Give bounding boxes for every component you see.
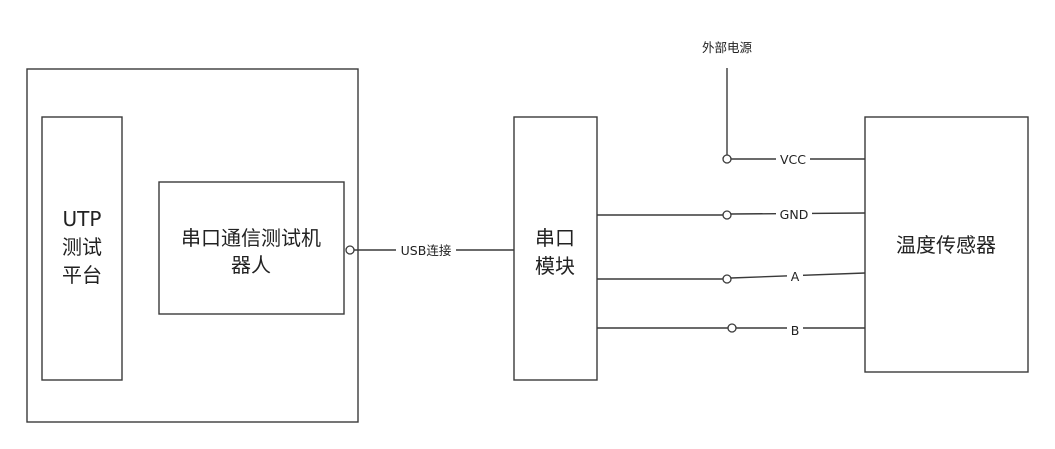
gnd-label: GND [780,207,809,222]
temp-sensor-label: 温度传感器 [896,233,996,257]
b-label-bg [787,322,803,338]
usb-connector-node [345,245,355,255]
temp-sensor-box [864,116,1029,373]
test-robot-label-line-1: 串口通信测试机 [181,226,321,250]
vcc-node [722,154,732,164]
external-power-label: 外部电源 [702,40,753,55]
b-node [727,323,737,333]
serial-module-label-line-2: 模块 [535,254,575,278]
a-label-bg [787,268,803,284]
a-label: A [791,269,800,284]
serial-module-box [513,116,598,381]
serial-module-label-line-1: 串口 [535,226,575,250]
utp-platform-label-line-3: 平台 [62,263,102,287]
a-node [722,274,732,284]
usb-label: USB连接 [401,243,452,258]
b-label: B [791,323,800,338]
test-robot-label-line-2: 器人 [231,253,271,277]
utp-platform-label-line-2: 测试 [62,235,102,259]
test-robot-box [158,181,345,315]
usb-label-bg [396,241,456,259]
utp-platform-label-line-1: UTP [63,207,102,231]
utp-platform-box [41,116,123,381]
gnd-label-bg [776,206,812,222]
vcc-label-bg [776,151,810,167]
vcc-label: VCC [780,152,806,167]
gnd-node [722,210,732,220]
